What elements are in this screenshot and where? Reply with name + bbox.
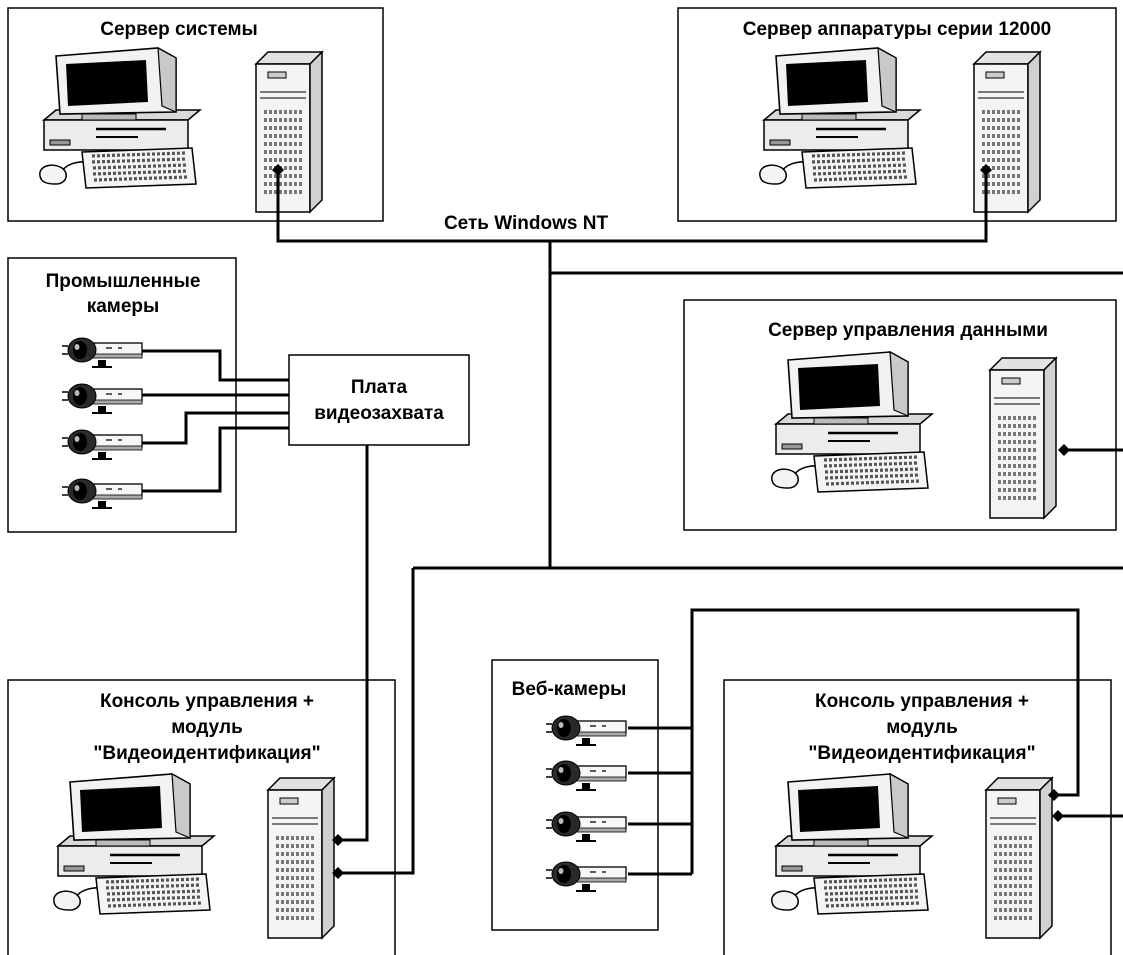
console-left-nt-link-line: [339, 568, 415, 875]
data-server-title: Сервер управления данными: [768, 320, 1048, 341]
console-right-title-line3: "Видеоидентификация": [808, 743, 1035, 764]
industrial-camera-link-4: [142, 426, 289, 493]
console-right-title-line1: Консоль управления +: [815, 691, 1029, 712]
network-lines: [142, 170, 1123, 876]
console-right-title-line2: модуль: [886, 717, 958, 738]
connection-ports: [272, 164, 1070, 879]
port-diamond-icon: [1052, 810, 1064, 822]
cctv-camera-icon: [61, 478, 143, 509]
cctv-camera-icon: [545, 715, 627, 746]
cctv-camera-icon: [61, 383, 143, 414]
industrial-camera-link-1: [142, 349, 289, 382]
cctv-camera-icon: [61, 337, 143, 368]
system-server-box: [7, 7, 384, 222]
console-left-node: Консоль управления + модуль "Видеоиденти…: [7, 679, 396, 955]
hardware-server-title: Сервер аппаратуры серии 12000: [743, 19, 1051, 40]
industrial-camera-link-3: [142, 411, 289, 445]
console-right-box: [723, 679, 1112, 955]
web-camera-bus-line: [690, 608, 1080, 874]
data-server-node: Сервер управления данными: [683, 299, 1117, 531]
data-server-box: [683, 299, 1117, 531]
cctv-camera-icon: [545, 861, 627, 892]
console-left-title-line1: Консоль управления +: [100, 691, 314, 712]
cctv-camera-icon: [545, 811, 627, 842]
network-label: Сеть Windows NT: [444, 213, 609, 234]
capture-card-console-link-line: [339, 445, 369, 842]
port-diamond-icon: [980, 164, 992, 176]
capture-card-node: Плата видеозахвата: [288, 354, 470, 446]
port-diamond-icon: [332, 834, 344, 846]
nt-bus-line: [276, 170, 988, 243]
console-right-node: Консоль управления + модуль "Видеоиденти…: [723, 679, 1112, 955]
hardware-server-node: Сервер аппаратуры серии 12000: [677, 7, 1117, 222]
tower-server-icon: [266, 776, 336, 940]
port-diamond-icon: [1058, 444, 1070, 456]
industrial-cameras-title-line2: камеры: [87, 296, 160, 317]
tower-server-icon: [984, 776, 1054, 940]
console-left-box: [7, 679, 396, 955]
system-server-title: Сервер системы: [100, 19, 258, 40]
web-cameras-node: Веб-камеры: [491, 659, 659, 931]
tower-server-icon: [254, 50, 324, 214]
hardware-server-box: [677, 7, 1117, 222]
desktop-computer-icon: [770, 350, 934, 494]
tower-server-icon: [988, 356, 1058, 520]
web-cameras-box: [491, 659, 659, 931]
capture-card-title-line1: Плата: [351, 377, 408, 398]
console-left-title-line3: "Видеоидентификация": [93, 743, 320, 764]
port-diamond-icon: [332, 867, 344, 879]
system-server-node: Сервер системы: [7, 7, 384, 222]
cctv-camera-icon: [61, 429, 143, 460]
port-diamond-icon: [1048, 789, 1060, 801]
industrial-cameras-title-line1: Промышленные: [46, 271, 201, 292]
capture-card-box: [288, 354, 470, 446]
cctv-camera-icon: [545, 760, 627, 791]
port-diamond-icon: [272, 164, 284, 176]
desktop-computer-icon: [52, 772, 216, 916]
desktop-computer-icon: [38, 46, 202, 190]
console-left-title-line2: модуль: [171, 717, 243, 738]
capture-card-title-line2: видеозахвата: [314, 403, 444, 424]
tower-server-icon: [972, 50, 1042, 214]
desktop-computer-icon: [758, 46, 922, 190]
web-cameras-title: Веб-камеры: [512, 679, 627, 700]
desktop-computer-icon: [770, 772, 934, 916]
